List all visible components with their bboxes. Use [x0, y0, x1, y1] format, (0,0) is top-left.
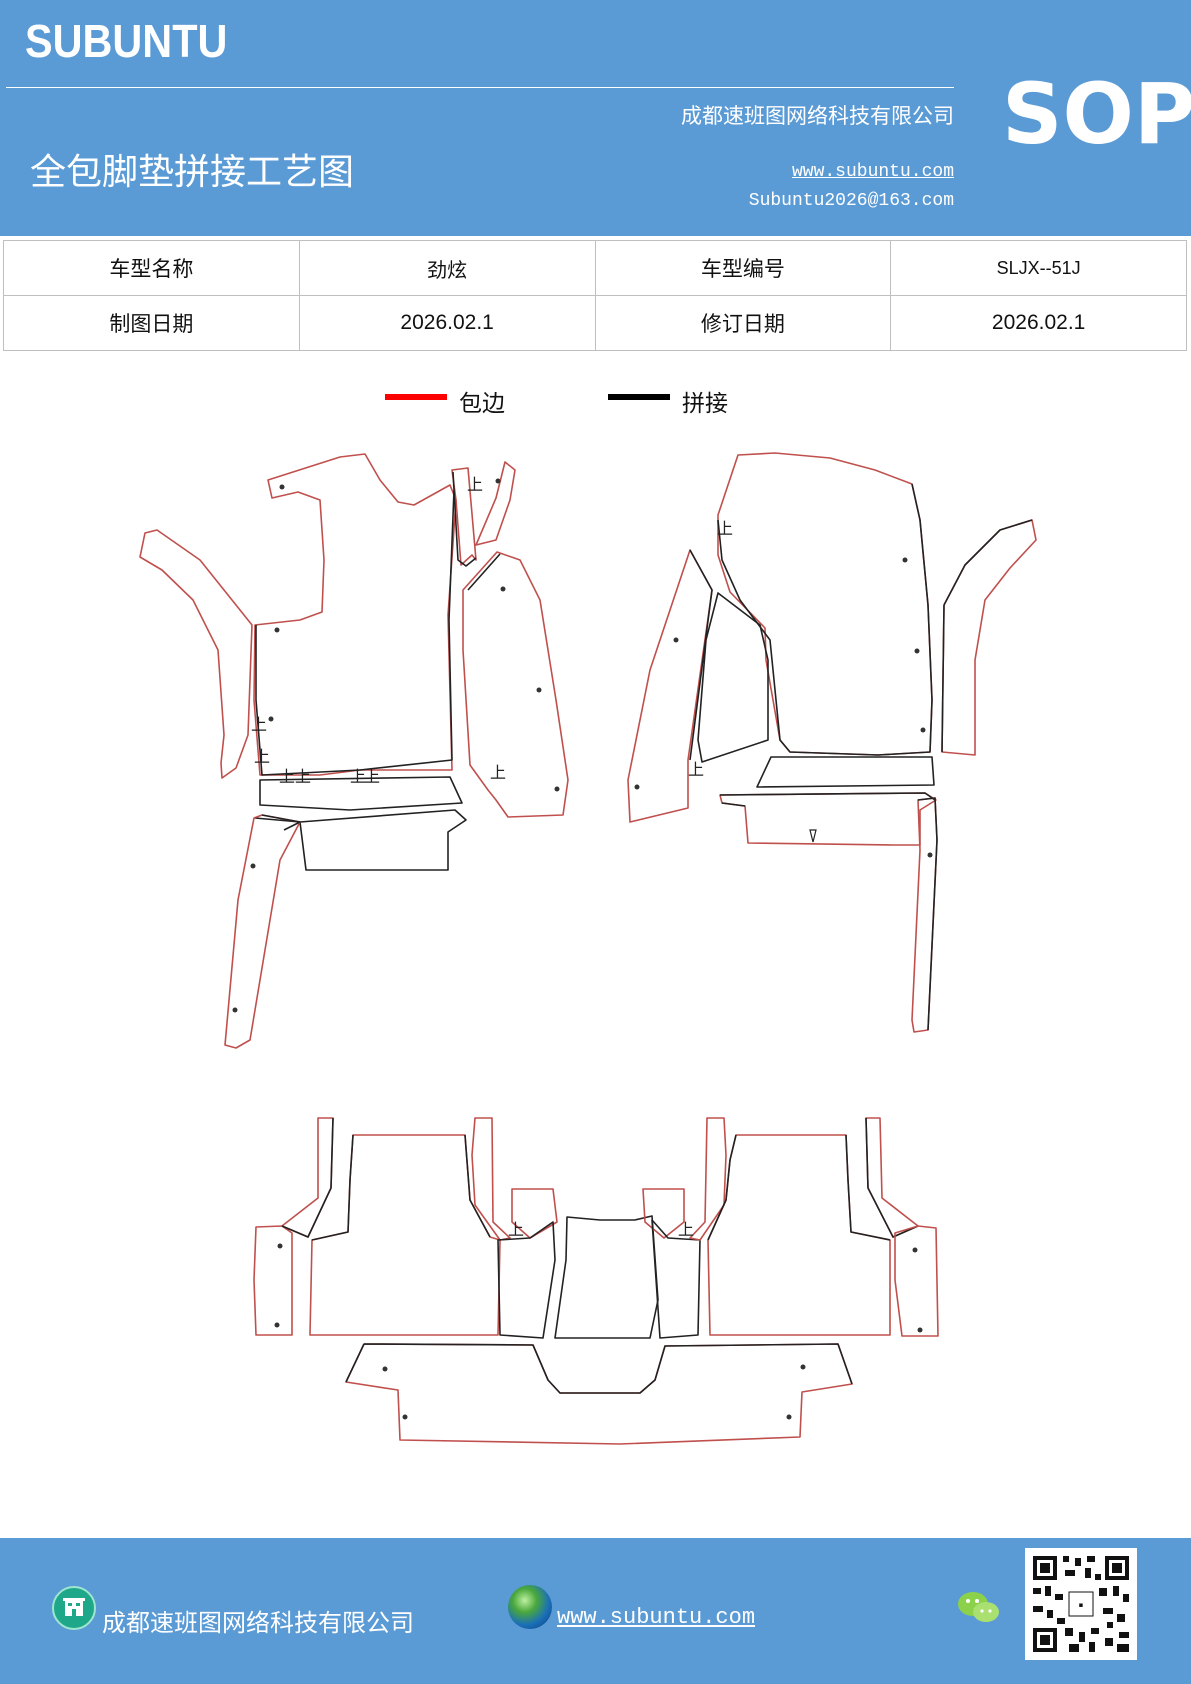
revision-date-label: 修订日期: [594, 295, 892, 351]
up-marker: 上: [295, 767, 311, 786]
draw-date-label: 制图日期: [3, 295, 300, 351]
model-code-value: SLJX--51J: [890, 240, 1187, 296]
mat-piece-right-strip: [911, 797, 938, 1033]
mat-piece-left-strip: [224, 814, 301, 1049]
mat-piece-rear-right-seat: [707, 1134, 891, 1336]
mat-piece-right-lower-box-seam: [719, 792, 936, 807]
mat-piece-rear-right-wing: [894, 1225, 939, 1337]
up-marker: 上: [254, 747, 270, 766]
mat-piece-right-door-seam: [689, 549, 713, 761]
up-marker: 上: [467, 475, 483, 494]
mat-piece-rear-center-left-top: [511, 1188, 558, 1239]
up-marker: 上: [508, 1220, 524, 1239]
mat-piece-rear-left-pillar: [281, 1117, 334, 1238]
mat-piece-left-strip-seam: [261, 814, 301, 831]
wechat-icon[interactable]: [956, 1588, 1002, 1628]
legend-label: 拼接: [682, 391, 728, 417]
footer-company: 成都速班图网络科技有限公司: [102, 1609, 414, 1637]
revision-date-value: 2026.02.1: [890, 295, 1187, 351]
legend-label: 包边: [459, 391, 505, 417]
table-row: 车型名称 劲炫 车型编号 SLJX--51J: [3, 240, 1187, 296]
up-marker: 上: [490, 763, 506, 782]
up-marker: 上: [279, 767, 295, 786]
mat-piece-left-top-flap: [475, 461, 516, 546]
brand-logo: SUBUNTU: [25, 15, 228, 67]
header-company: 成都速班图网络科技有限公司: [681, 104, 954, 128]
mat-piece-right-sill: [756, 756, 935, 788]
header-divider: [6, 87, 954, 88]
header-email: Subuntu2026@163.com: [748, 191, 954, 211]
table-row: 制图日期 2026.02.1 修订日期 2026.02.1: [3, 295, 1187, 351]
mat-piece-rear-bottom-seam: [345, 1343, 853, 1394]
mat-piece-rear-center-left: [497, 1221, 556, 1339]
globe-icon: [508, 1585, 552, 1629]
mat-piece-rear-right-pillar-seam: [865, 1117, 919, 1238]
legend-swatch-black: [608, 394, 670, 400]
mat-piece-rear-right-pillar: [865, 1117, 919, 1238]
up-marker: 上: [364, 767, 380, 786]
mat-piece-left-pillar: [451, 467, 477, 566]
mat-piece-right-lower-box: [719, 792, 937, 846]
mat-piece-rear-center-right-top: [642, 1188, 685, 1239]
mat-piece-left-door-seam: [467, 553, 501, 591]
up-marker: 上: [678, 1220, 694, 1239]
document-title: 全包脚垫拼接工艺图: [30, 152, 355, 193]
mat-piece-rear-left-pillar-seam: [281, 1117, 334, 1238]
mat-piece-right-strip-seam: [917, 797, 938, 1031]
sop-badge: SOP: [1002, 65, 1191, 163]
mat-piece-right-floor: [717, 452, 933, 756]
qr-code: ▪: [1025, 1548, 1137, 1660]
mat-piece-rear-left-side: [471, 1117, 511, 1241]
mat-piece-left-sill-lower: [254, 809, 467, 871]
mounting-holes: [232, 478, 933, 1420]
mat-piece-rear-left-seat-seam: [311, 1134, 491, 1241]
mat-piece-right-wing-seam: [941, 519, 1033, 753]
mat-piece-left-pillar-seam: [452, 471, 477, 567]
mat-piece-right-door: [627, 549, 713, 823]
mat-piece-left-wing: [139, 529, 253, 779]
notch-marker: [809, 829, 817, 843]
mat-piece-rear-bottom: [345, 1343, 853, 1445]
mat-piece-left-door: [462, 551, 569, 818]
mat-piece-left-floor-seam: [255, 489, 455, 776]
mat-piece-rear-center-right: [651, 1219, 701, 1339]
mat-piece-rear-left-wing: [253, 1225, 293, 1336]
building-icon: [52, 1586, 96, 1630]
legend-swatch-red: [385, 394, 447, 400]
mat-piece-right-floor-seam: [717, 483, 933, 756]
mat-piece-rear-tunnel: [554, 1215, 659, 1339]
up-marker: 上: [688, 760, 704, 779]
mat-piece-right-inner: [697, 592, 769, 763]
model-name-label: 车型名称: [3, 240, 300, 296]
model-name-value: 劲炫: [298, 240, 596, 296]
model-code-label: 车型编号: [594, 240, 892, 296]
mat-piece-left-floor: [253, 453, 457, 776]
header-banner: [0, 0, 1191, 236]
svg-text:▪: ▪: [1079, 1601, 1084, 1609]
mat-piece-right-wing: [941, 519, 1037, 756]
mat-piece-rear-right-side: [689, 1117, 727, 1241]
mat-piece-left-sill: [259, 776, 463, 811]
footer-website-link[interactable]: www.subuntu.com: [557, 1605, 756, 1630]
up-marker: 上: [251, 715, 267, 734]
mat-piece-rear-left-seat: [309, 1134, 501, 1336]
up-marker: 上: [717, 519, 733, 538]
model-info-table: 车型名称 劲炫 车型编号 SLJX--51J 制图日期 2026.02.1 修订…: [3, 240, 1187, 351]
draw-date-value: 2026.02.1: [298, 295, 596, 351]
up-marker: 上: [350, 767, 366, 786]
mat-piece-rear-right-seat-seam: [707, 1134, 891, 1241]
header-website-link[interactable]: www.subuntu.com: [791, 162, 954, 182]
orientation-markers: 上 上 上 上 上 上 上 上 上 上 上 上: [251, 475, 733, 1239]
